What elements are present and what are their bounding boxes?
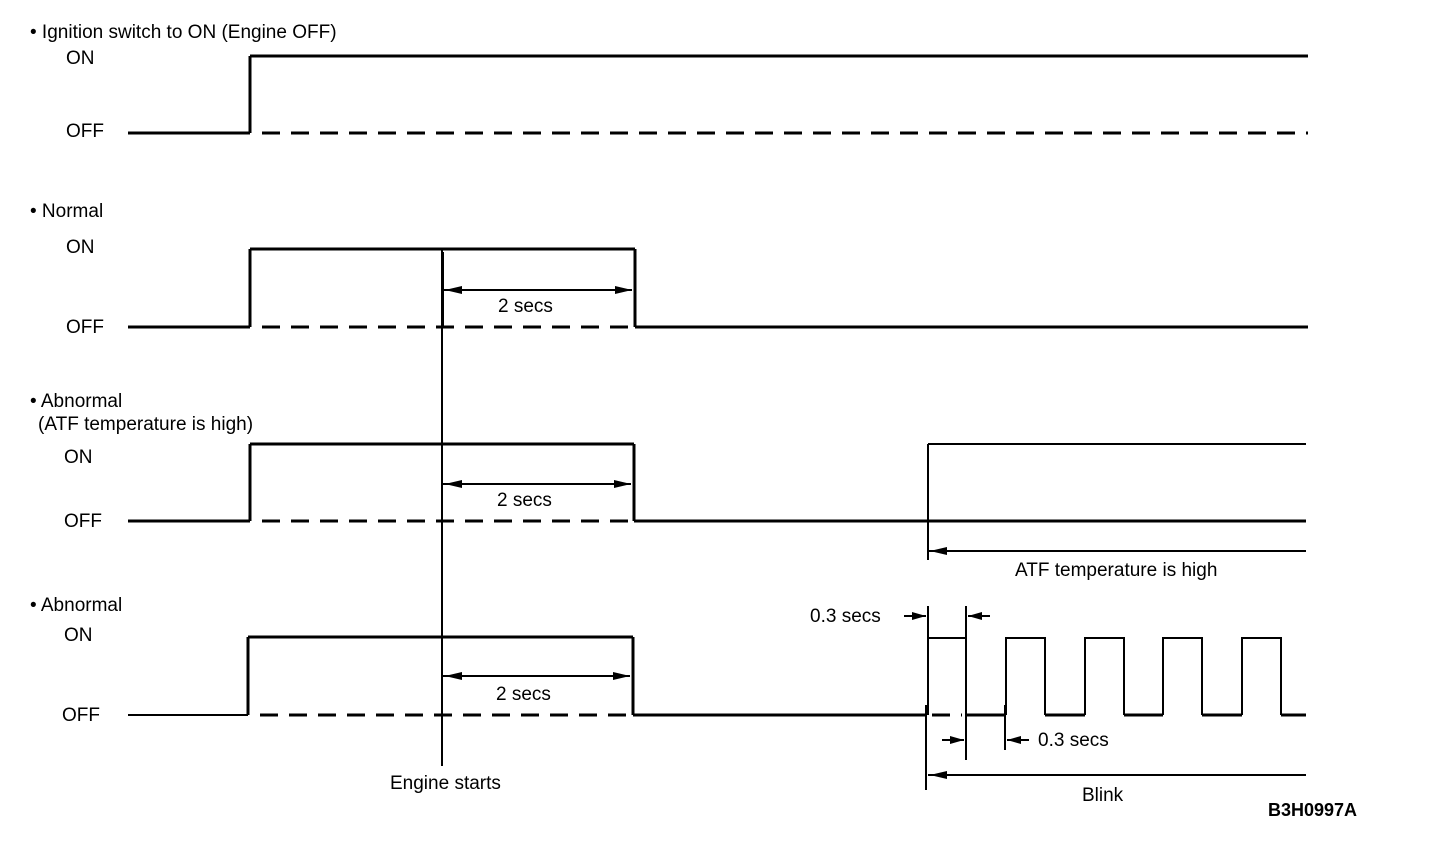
pulse-on-duration-label: 0.3 secs <box>810 606 881 627</box>
figure-code: B3H0997A <box>1268 800 1358 820</box>
pulse-off-duration-label: 0.3 secs <box>1038 730 1109 751</box>
blink-label: Blink <box>1082 785 1124 806</box>
abnormal-blink-waveform <box>128 606 1306 790</box>
section-2-on-label: ON <box>66 237 95 258</box>
section-3-duration-label: 2 secs <box>497 490 552 511</box>
section-1-on-label: ON <box>66 48 95 69</box>
abnormal-atf-waveform <box>128 442 1306 560</box>
section-3-on-label: ON <box>64 447 93 468</box>
ignition-waveform <box>128 54 1308 135</box>
section-3-off-label: OFF <box>64 511 102 532</box>
normal-waveform <box>128 247 1308 329</box>
section-4-on-label: ON <box>64 625 93 646</box>
section-1-off-label: OFF <box>66 121 104 142</box>
section-2-off-label: OFF <box>66 317 104 338</box>
section-4-duration-label: 2 secs <box>496 684 551 705</box>
section-4-title: • Abnormal <box>30 595 123 616</box>
section-4-off-label: OFF <box>62 705 100 726</box>
engine-starts-label: Engine starts <box>390 773 501 794</box>
section-3-note-label: ATF temperature is high <box>1015 560 1218 581</box>
section-1-title: • Ignition switch to ON (Engine OFF) <box>30 22 337 43</box>
section-2-title: • Normal <box>30 201 104 222</box>
section-3-subtitle: (ATF temperature is high) <box>38 414 254 435</box>
section-3-title: • Abnormal <box>30 391 123 412</box>
section-2-duration-label: 2 secs <box>498 296 553 317</box>
